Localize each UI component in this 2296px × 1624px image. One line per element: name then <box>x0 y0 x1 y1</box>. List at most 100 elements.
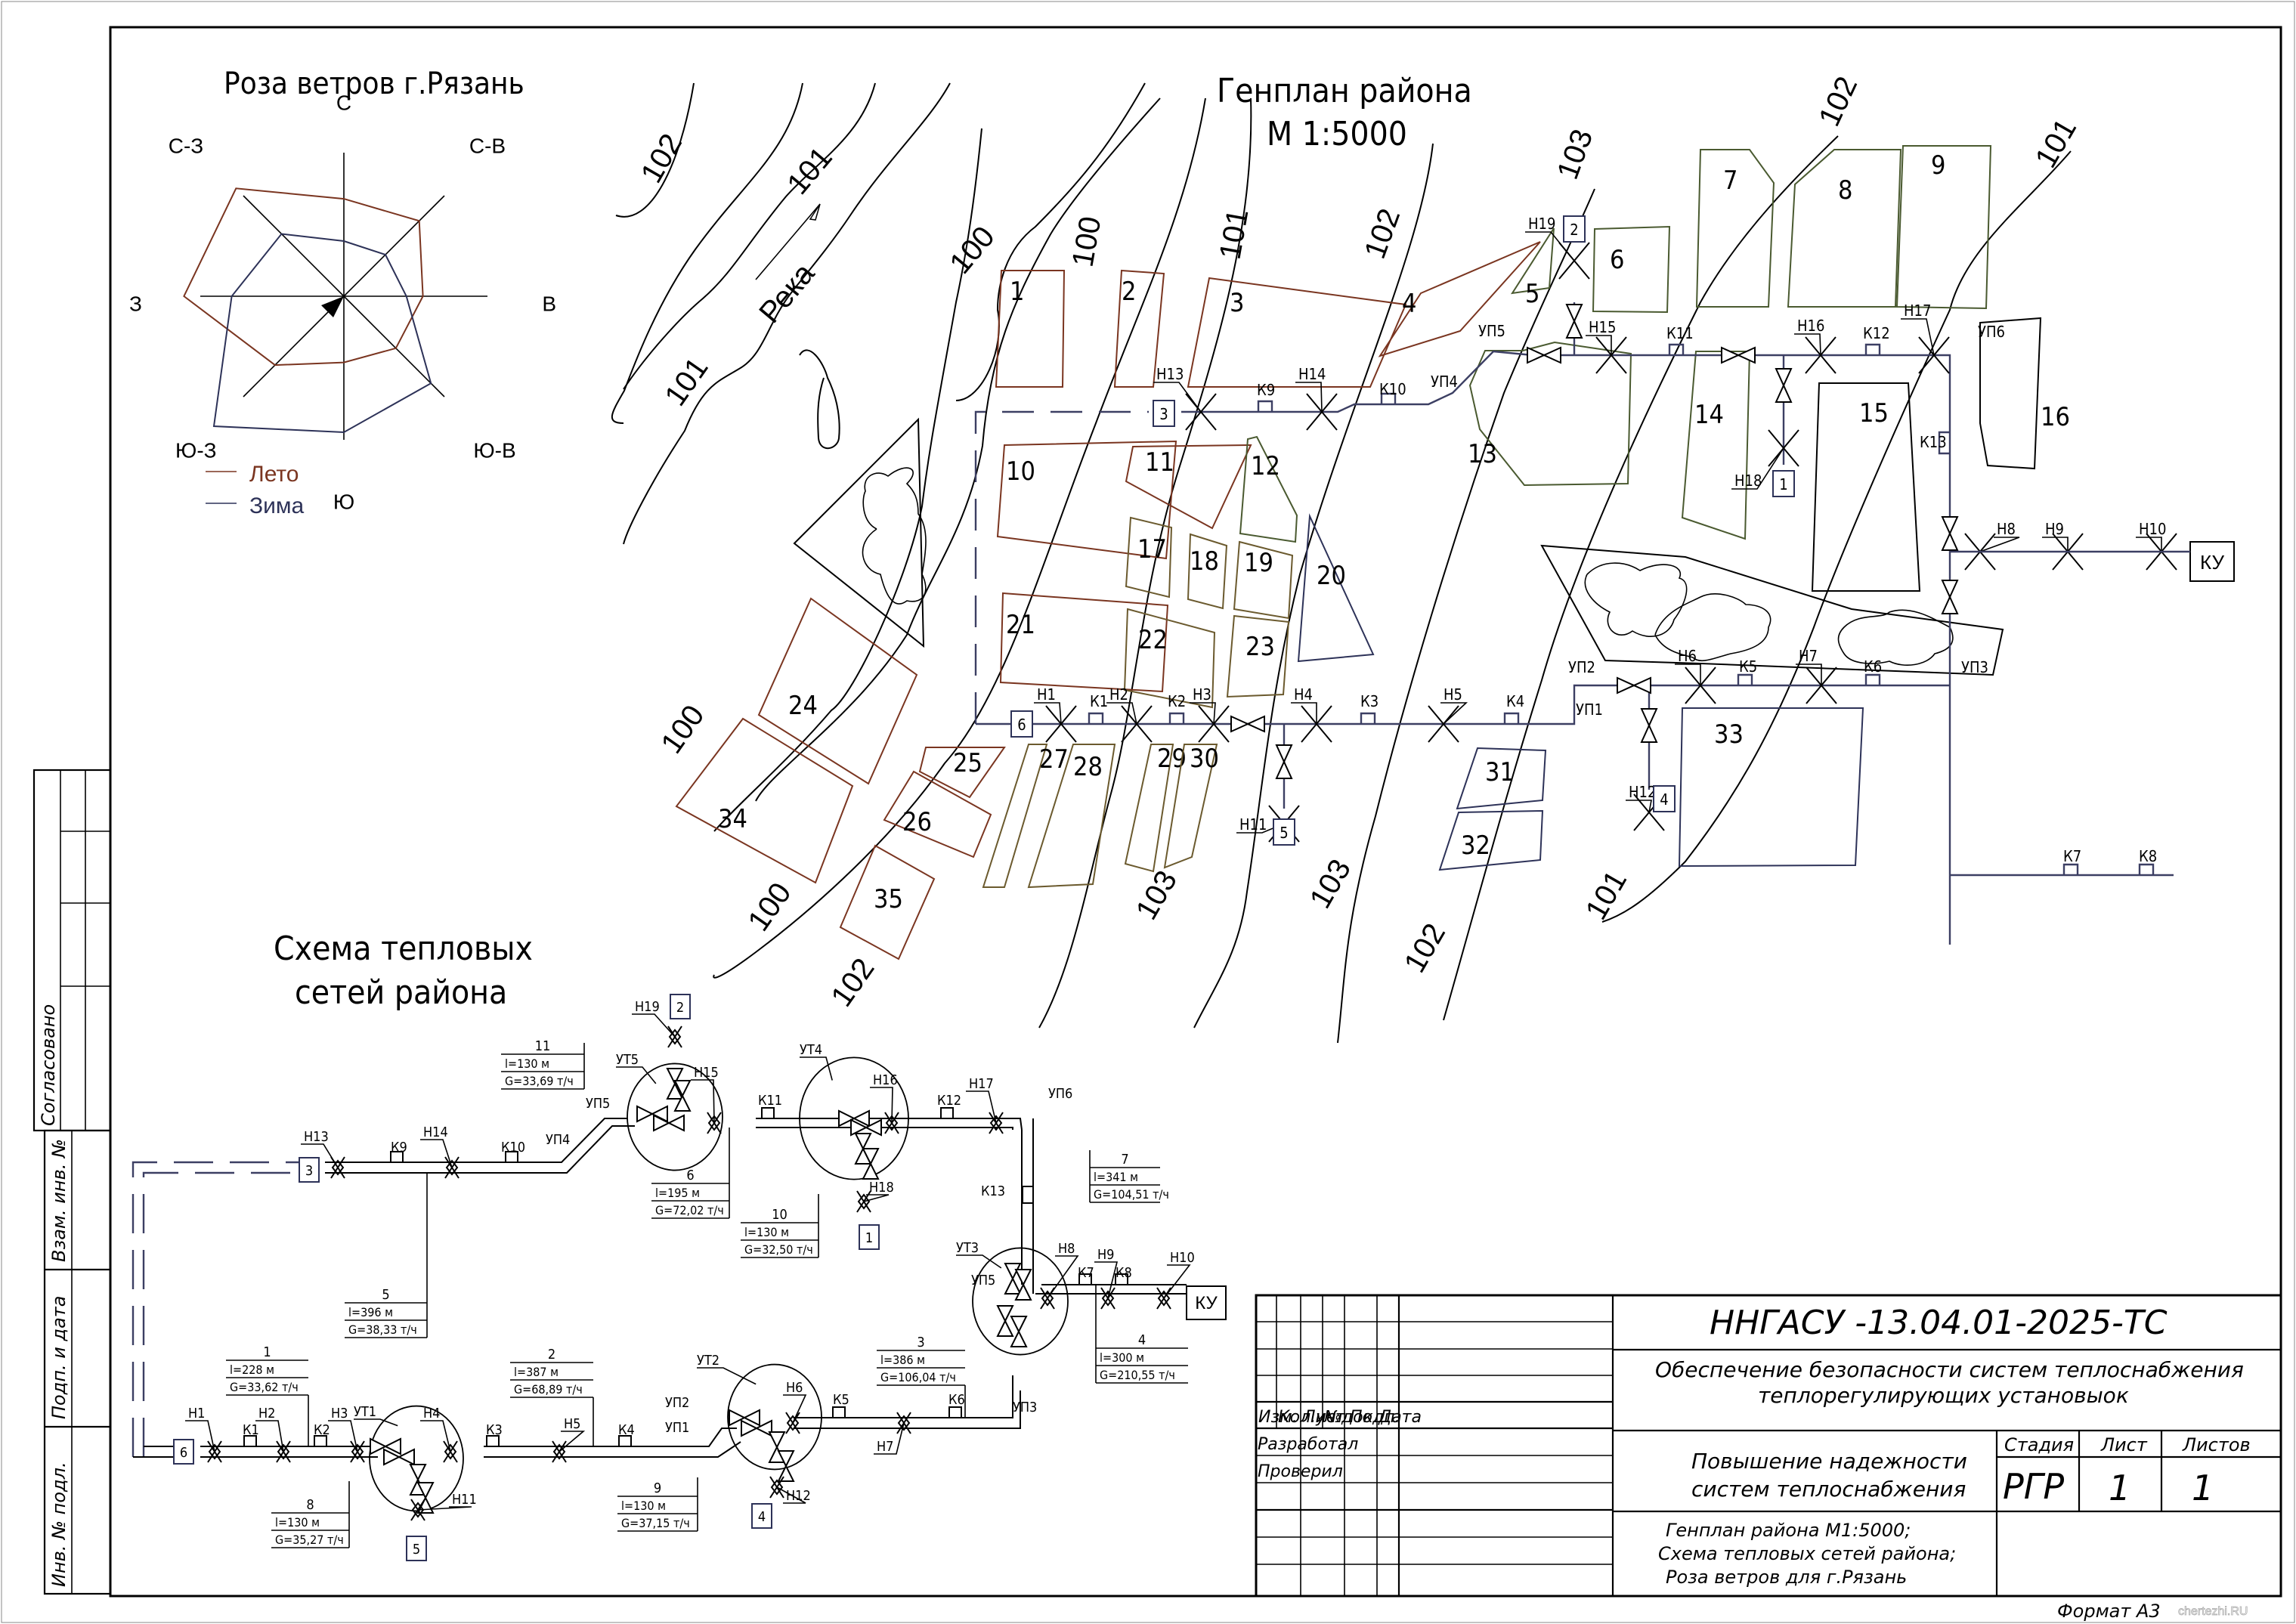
section-flow: G=210,55 т/ч <box>1100 1368 1175 1382</box>
pipe-segment <box>325 1125 635 1174</box>
valve-icon <box>1565 304 1583 339</box>
header-sign: Подп. <box>1350 1408 1400 1427</box>
support-leader <box>1796 664 1822 685</box>
support-н10: Н10 <box>1156 1250 1195 1310</box>
pipe-segment <box>756 1127 1013 1130</box>
section-table-4: 4l=300 мG=210,55 т/ч <box>1095 1285 1188 1384</box>
building-number: 32 <box>1461 831 1490 861</box>
support-leader <box>1153 382 1202 413</box>
section-number: 8 <box>306 1497 314 1513</box>
contour-label: 101 <box>1214 206 1255 261</box>
support-leader <box>1094 1261 1119 1299</box>
chamber-к8: К8 <box>1115 1265 1132 1285</box>
building-14: 14 <box>1681 351 1751 540</box>
consumer-box <box>670 994 691 1019</box>
thermal-node-circle <box>799 1056 909 1180</box>
genplan-title: Генплан района <box>1217 72 1472 110</box>
consumer-number: 6 <box>1017 716 1026 734</box>
valve-icon <box>1941 580 1959 614</box>
support-leader <box>776 1486 806 1504</box>
work-title-line2: систем теплоснабжения <box>1691 1477 1966 1502</box>
contour-label: 102 <box>635 128 688 189</box>
support-н4: Н4 <box>420 1406 458 1463</box>
support-н7: Н7 <box>874 1412 911 1455</box>
building-outline <box>996 440 1177 560</box>
section-flow: G=35,27 т/ч <box>275 1533 344 1547</box>
chamber-label: К10 <box>1379 380 1406 398</box>
chamber-label: К6 <box>948 1392 965 1408</box>
support-leader <box>966 1090 997 1124</box>
consumer-number: 3 <box>305 1163 313 1179</box>
building-number: 10 <box>1006 456 1035 487</box>
consumer-number: 1 <box>865 1230 873 1246</box>
section-table-2: 2l=387 мG=68,89 т/ч <box>510 1347 594 1446</box>
header-kol-uch: Кол.уч. <box>1278 1408 1341 1427</box>
building-24: 24 <box>757 597 918 785</box>
turn-label: УП5 <box>971 1273 995 1288</box>
consumer-5: 5 <box>1273 818 1295 846</box>
section-length: l=386 м <box>880 1353 925 1367</box>
river: Река <box>753 203 840 450</box>
support-leader <box>328 1420 358 1452</box>
building-outline <box>999 592 1169 693</box>
building-number: 16 <box>2041 402 2070 432</box>
park-area <box>1540 544 2004 676</box>
support-label: Н16 <box>873 1072 898 1088</box>
chamber-symbol <box>1088 712 1104 724</box>
chamber-label: К10 <box>501 1140 525 1155</box>
building-outline <box>839 844 936 960</box>
turn-label: УП1 <box>1576 701 1603 719</box>
support-н14: Н14 <box>1295 365 1338 431</box>
section-length: l=396 м <box>348 1305 393 1319</box>
thermal-node-label: УТ5 <box>616 1052 639 1068</box>
section-number: 4 <box>1138 1332 1146 1348</box>
building-outline <box>1113 269 1165 388</box>
support-н3: Н3 <box>1190 685 1230 743</box>
consumer-3: 3 <box>299 1157 320 1183</box>
support-label: Н2 <box>1109 685 1128 704</box>
topic-line2: теплорегулирующих установыок <box>1758 1383 2129 1408</box>
section-flow: G=72,02 т/ч <box>655 1203 724 1217</box>
support-н19: Н19 <box>632 999 682 1048</box>
building-number: 31 <box>1485 757 1515 787</box>
building-26: 26 <box>883 770 992 858</box>
rose-direction-label: В <box>542 292 556 316</box>
chamber-к11: К11 <box>1666 324 1694 355</box>
contour-line <box>615 82 695 218</box>
section-flow: G=33,69 т/ч <box>505 1074 574 1088</box>
building-number: 30 <box>1190 744 1219 774</box>
rose-direction-label: С-В <box>469 135 506 158</box>
sheet-value: 1 <box>2109 1468 2130 1508</box>
thermal-node-ут2: УТ2 <box>697 1353 822 1471</box>
consumer-number: 3 <box>1159 405 1168 423</box>
section-length: l=195 м <box>655 1186 700 1200</box>
chamber-label: К4 <box>618 1422 635 1438</box>
header-doc-num: №док. <box>1323 1408 1379 1427</box>
rose-direction-label: Ю-З <box>175 438 217 462</box>
building-outline <box>1297 513 1375 663</box>
valve-icon <box>1010 1316 1028 1347</box>
support-leader <box>863 1194 890 1202</box>
building-9: 9 <box>1895 145 1992 310</box>
building-number: 8 <box>1838 175 1852 206</box>
chamber-symbol <box>940 1107 954 1118</box>
support-label: Н7 <box>877 1439 893 1455</box>
support-н9: Н9 <box>1094 1247 1119 1310</box>
valve-icon <box>673 1080 692 1112</box>
sheet-format: Формат А3 <box>2057 1601 2161 1622</box>
valve-icon <box>653 1114 685 1132</box>
chamber-к4: К4 <box>1503 692 1524 724</box>
building-number: 26 <box>902 807 932 837</box>
support-label: Н2 <box>258 1406 275 1421</box>
contour-line <box>1193 143 1434 1029</box>
chamber-к9: К9 <box>390 1140 407 1162</box>
pipe-segment <box>794 1375 1013 1418</box>
consumer-4: 4 <box>1653 785 1676 812</box>
building-2: 2 <box>1113 269 1165 388</box>
chamber-label: К11 <box>1666 324 1694 342</box>
building-11: 11 <box>1125 444 1252 530</box>
support-leader <box>632 1013 676 1038</box>
contour-label: 101 <box>658 351 714 412</box>
chamber-label: К4 <box>1506 692 1524 710</box>
